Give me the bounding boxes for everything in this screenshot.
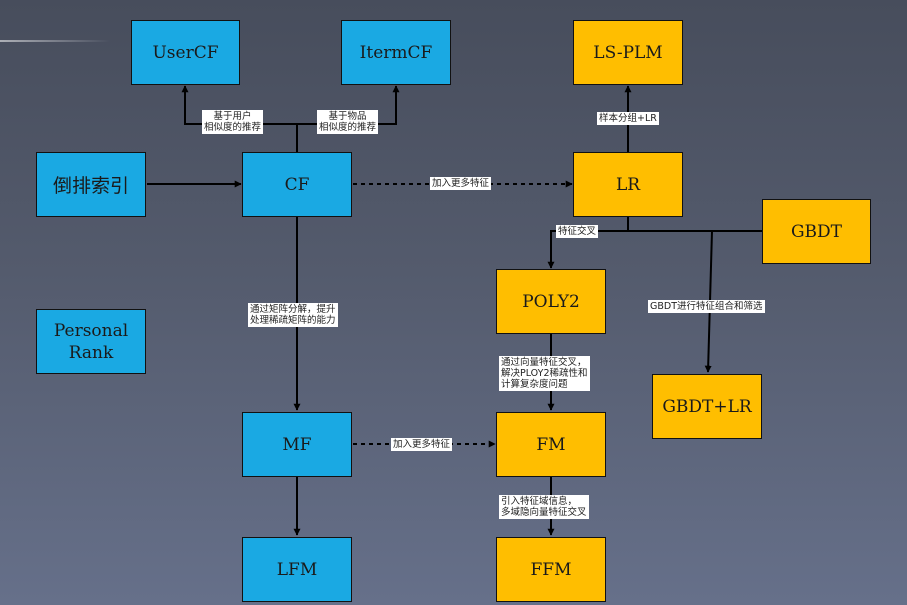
label-feature-cross: 特征交叉 bbox=[556, 225, 599, 238]
label-gbdt-combination: GBDT进行特征组合和筛选 bbox=[648, 300, 765, 313]
node-poly2: POLY2 bbox=[496, 269, 606, 334]
node-personal-rank: Personal Rank bbox=[36, 309, 146, 374]
node-inverted-index: 倒排索引 bbox=[36, 152, 146, 217]
node-gbdt-lr: GBDT+LR bbox=[652, 374, 762, 439]
node-itermcf: ItermCF bbox=[341, 20, 451, 85]
label-user-similarity: 基于用户 相似度的推荐 bbox=[202, 110, 264, 134]
label-vector-cross: 通过向量特征交叉， 解决PLOY2稀疏性和 计算复杂度问题 bbox=[499, 356, 590, 391]
label-matrix-factorization: 通过矩阵分解，提升 处理稀疏矩阵的能力 bbox=[248, 303, 338, 327]
node-ffm: FFM bbox=[496, 537, 606, 602]
node-mf: MF bbox=[242, 412, 352, 477]
label-sample-grouping: 样本分组+LR bbox=[597, 112, 659, 125]
node-gbdt: GBDT bbox=[762, 199, 871, 264]
node-lsplm: LS-PLM bbox=[573, 20, 683, 85]
node-fm: FM bbox=[496, 412, 606, 477]
label-more-features-mf-fm: 加入更多特征 bbox=[391, 438, 453, 451]
node-usercf: UserCF bbox=[131, 20, 240, 85]
label-more-features-cf-lr: 加入更多特征 bbox=[430, 177, 492, 190]
node-cf: CF bbox=[242, 152, 352, 217]
edge-lr-poly2 bbox=[547, 230, 628, 269]
node-lfm: LFM bbox=[242, 537, 352, 602]
node-lr: LR bbox=[573, 152, 683, 217]
label-field-info: 引入特征域信息， 多域隐向量特征交叉 bbox=[499, 495, 589, 519]
edge-lr-branch bbox=[627, 217, 762, 232]
decorative-line bbox=[0, 40, 110, 42]
label-item-similarity: 基于物品 相似度的推荐 bbox=[317, 110, 379, 134]
